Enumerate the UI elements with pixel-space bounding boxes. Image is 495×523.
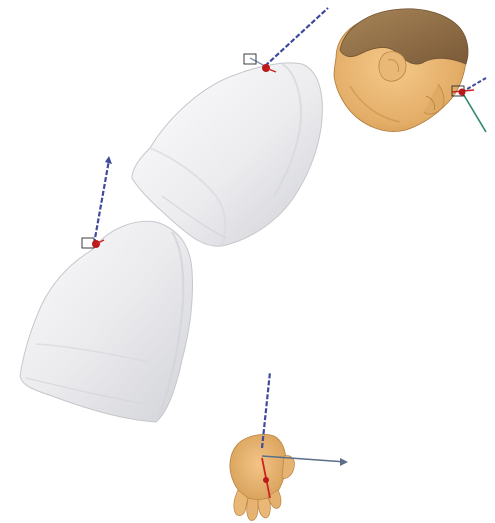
head-model	[334, 9, 468, 132]
lower-torso-segment	[20, 221, 193, 422]
joint-axis-icon	[244, 8, 328, 66]
upper-torso-segment	[132, 63, 322, 246]
joint-axis-icon	[452, 78, 486, 132]
joint-marker-icon	[459, 89, 466, 96]
